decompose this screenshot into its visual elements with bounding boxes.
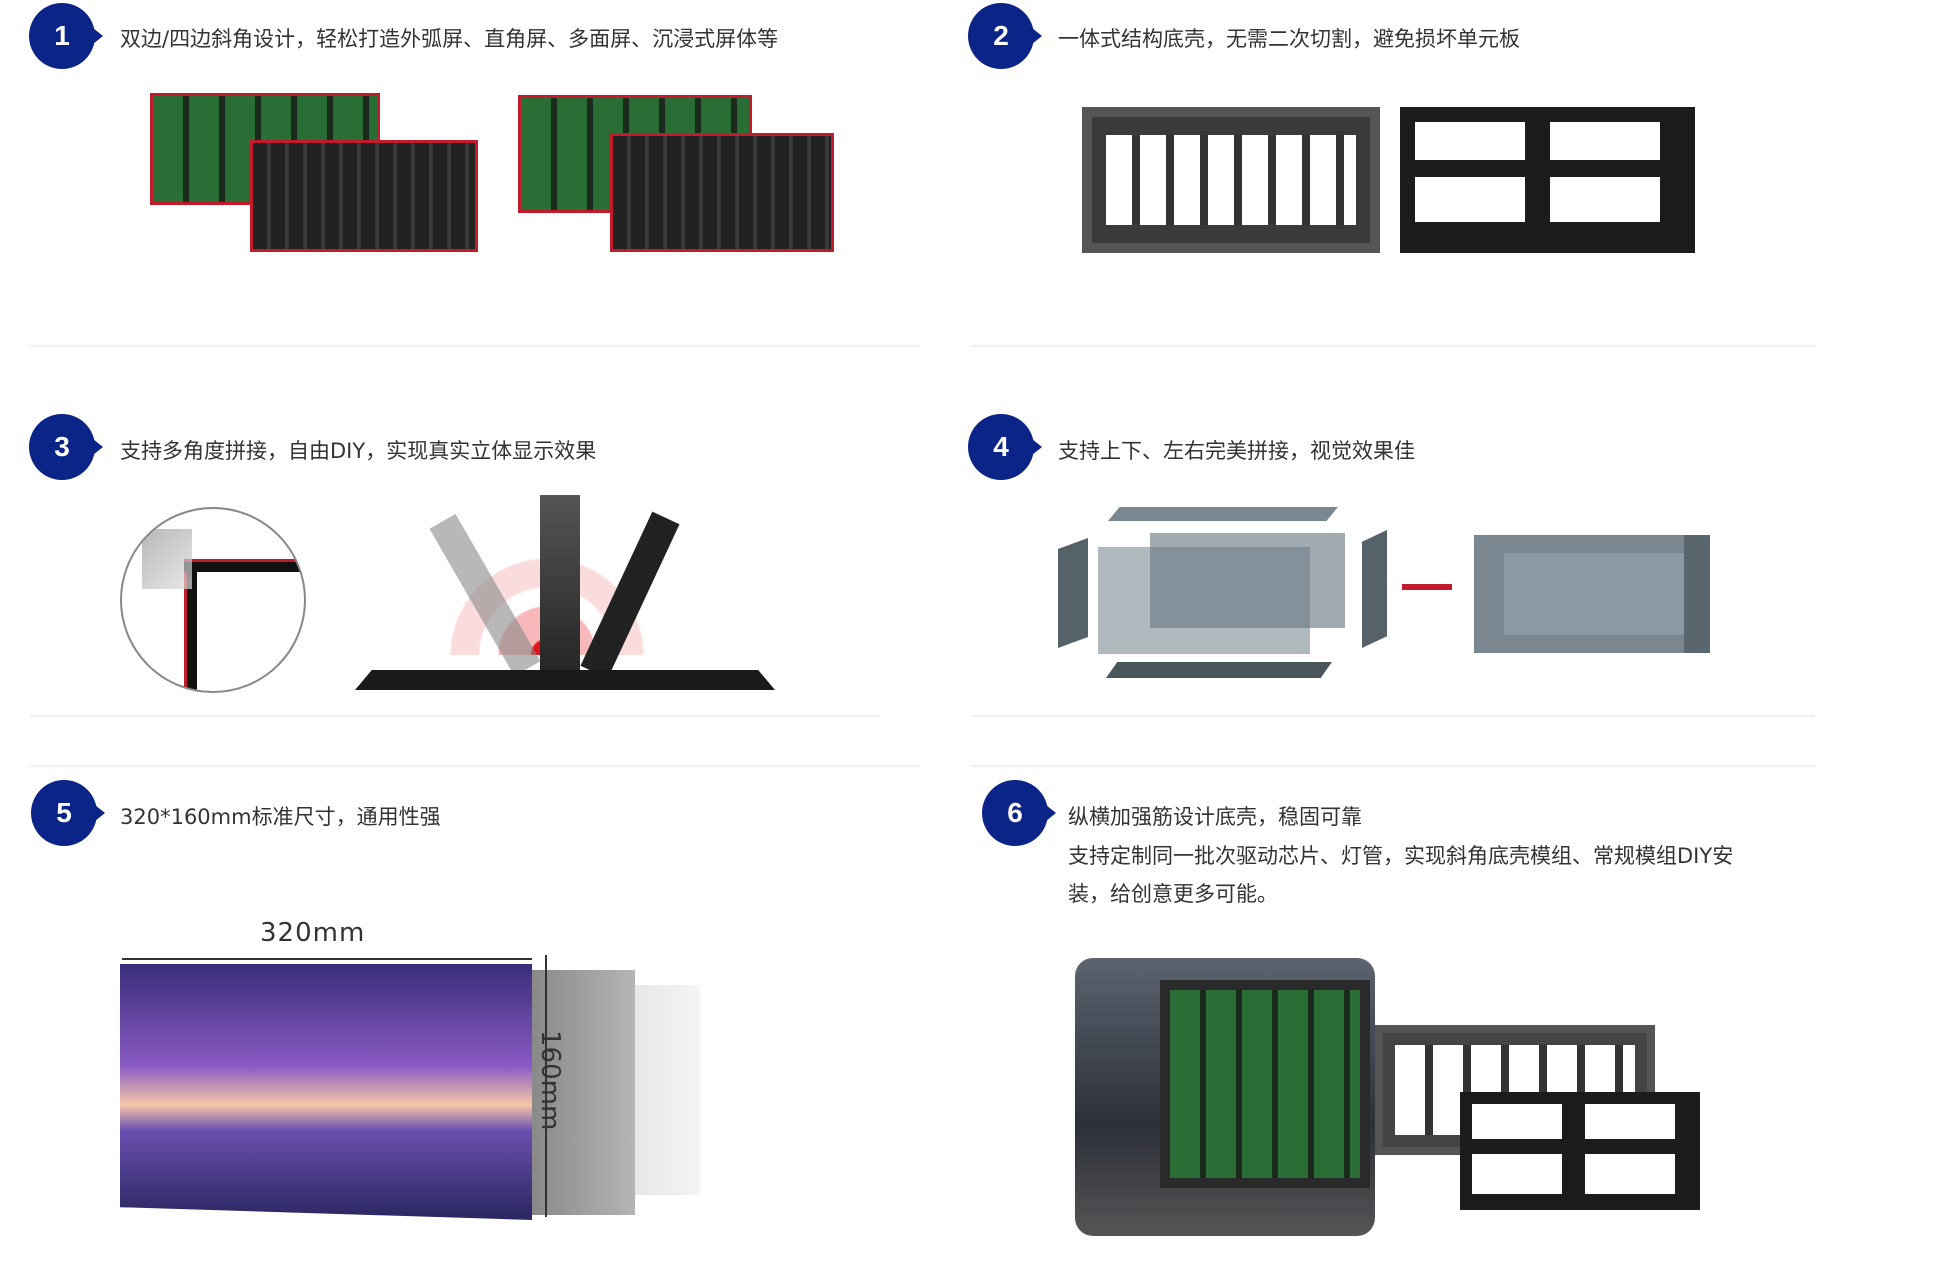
height-label: 160mm xyxy=(535,1030,565,1131)
badge-1: 1 xyxy=(29,3,103,69)
badge-4: 4 xyxy=(968,414,1042,480)
feature-1-text: 双边/四边斜角设计，轻松打造外弧屏、直角屏、多面屏、沉浸式屏体等 xyxy=(120,27,779,51)
badge-6: 6 xyxy=(982,780,1056,846)
badge-3: 3 xyxy=(29,414,103,480)
width-label: 320mm xyxy=(260,918,366,948)
badge-2: 2 xyxy=(968,3,1042,69)
feature-4-text: 支持上下、左右完美拼接，视觉效果佳 xyxy=(1058,439,1415,463)
divider xyxy=(970,345,1815,347)
divider xyxy=(970,765,1815,767)
feature-6-text-line-2: 支持定制同一批次驱动芯片、灯管，实现斜角底壳模组、常规模组DIY安 xyxy=(1068,844,1734,868)
feature-6-text-line-3: 装，给创意更多可能。 xyxy=(1068,882,1278,906)
feature-5-text: 320*160mm标准尺寸，通用性强 xyxy=(120,805,441,829)
divider xyxy=(970,715,1815,717)
divider xyxy=(30,715,880,717)
feature-2-text: 一体式结构底壳，无需二次切割，避免损坏单元板 xyxy=(1058,27,1520,51)
divider xyxy=(30,765,920,767)
badge-5: 5 xyxy=(31,780,105,846)
feature-6-text-line-1: 纵横加强筋设计底壳，稳固可靠 xyxy=(1068,805,1362,829)
feature-3-text: 支持多角度拼接，自由DIY，实现真实立体显示效果 xyxy=(120,439,597,463)
divider xyxy=(30,345,920,347)
